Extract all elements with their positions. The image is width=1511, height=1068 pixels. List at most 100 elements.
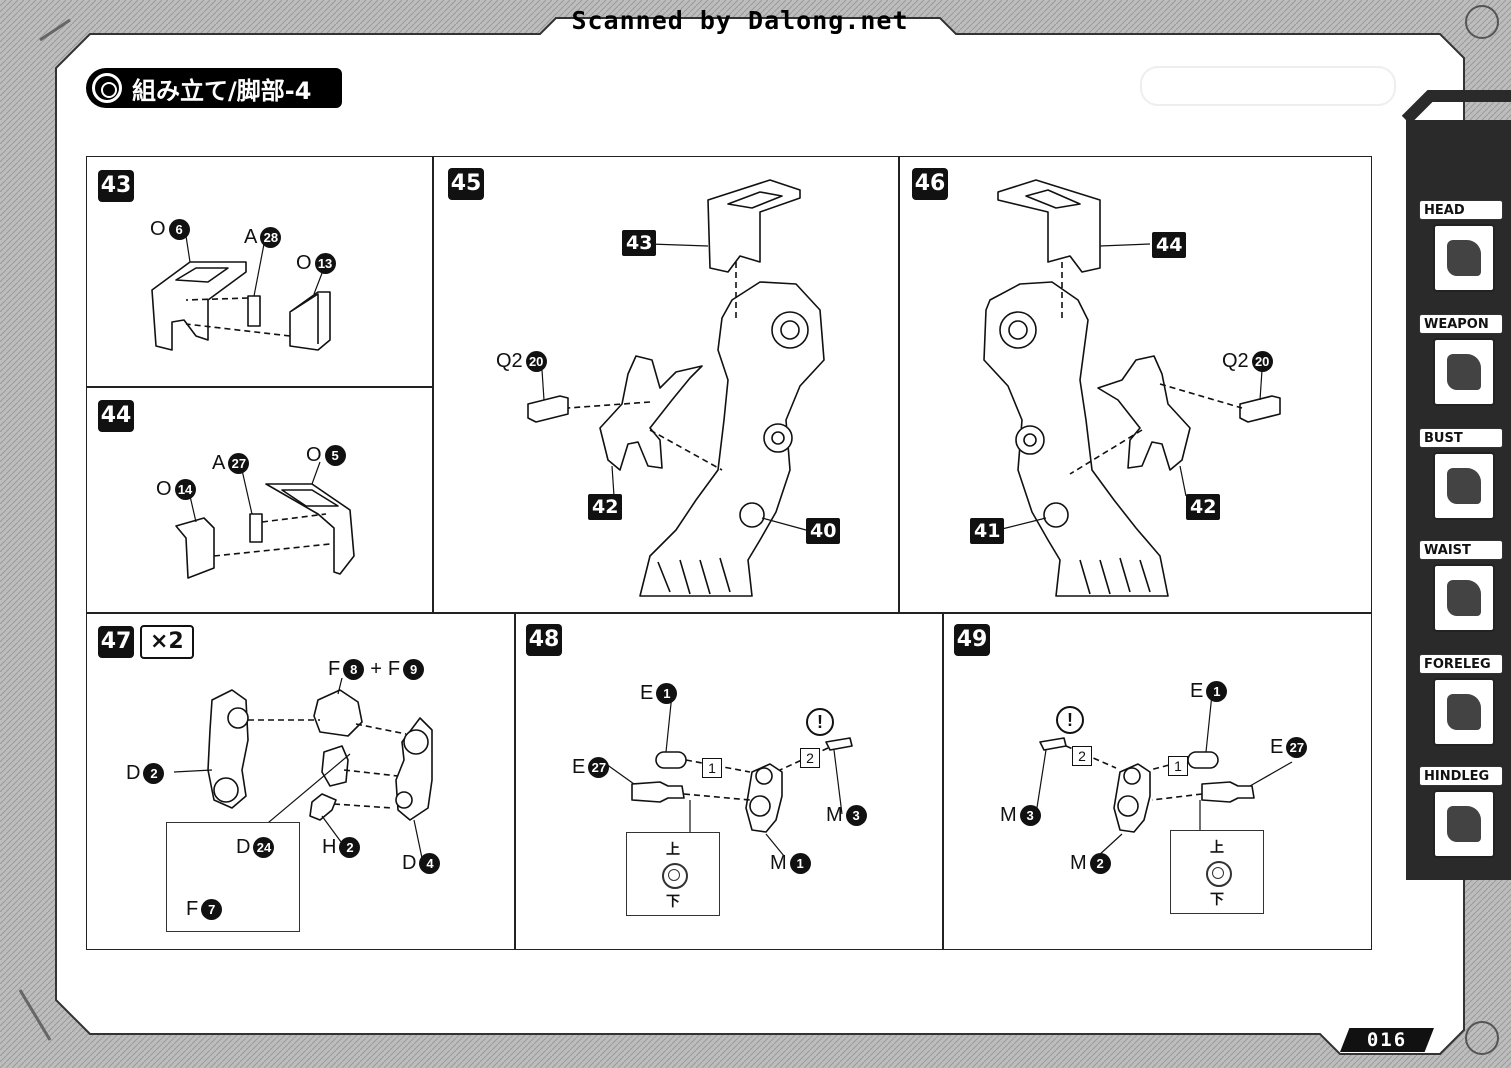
gear-icon: [92, 73, 122, 103]
step-number: 43: [98, 170, 134, 202]
part-number: 27: [1286, 737, 1308, 758]
step-47-drawing: [203, 689, 433, 901]
page-title: 組み立て/脚部-4: [132, 76, 312, 105]
orientation-inset: 上 下: [1170, 830, 1264, 914]
side-tab-label: HINDLEG: [1419, 766, 1503, 786]
part-number: 28: [260, 227, 282, 248]
part-number: 6: [168, 219, 190, 240]
part-letter: Q2: [1222, 350, 1249, 372]
part-number: 13: [314, 253, 336, 274]
part-letter: E: [640, 682, 654, 704]
head-icon: [1433, 224, 1495, 292]
order-marker: 1: [702, 758, 722, 778]
part-number: 14: [174, 479, 196, 500]
step-number: 45: [448, 168, 484, 200]
foreleg-icon: [1433, 678, 1495, 746]
part-letter: D: [236, 836, 251, 858]
multiplier-badge: ×2: [140, 625, 194, 659]
part-number: 2: [143, 763, 165, 784]
section-title-bar: 組み立て/脚部-4: [86, 68, 342, 108]
weapon-icon: [1433, 338, 1495, 406]
top-marker: 上: [666, 842, 680, 858]
side-tab-weapon[interactable]: WEAPON: [1419, 314, 1503, 406]
orientation-inset: 上 下: [626, 832, 720, 916]
bottom-marker: 下: [1210, 892, 1224, 908]
side-tab-waist[interactable]: WAIST: [1419, 540, 1503, 632]
part-letter: D: [126, 762, 141, 784]
warning-icon: !: [1056, 706, 1084, 734]
order-marker: 1: [1168, 756, 1188, 776]
step-48-drawing: [631, 737, 853, 833]
part-letter: O: [150, 218, 166, 240]
bottom-marker: 下: [666, 894, 680, 910]
side-tab-foreleg[interactable]: FORELEG: [1419, 654, 1503, 746]
part-letter: O: [306, 444, 322, 466]
top-marker: 上: [1210, 840, 1224, 856]
part-number: 7: [201, 899, 223, 920]
bust-icon: [1433, 452, 1495, 520]
step-number: 49: [954, 624, 990, 656]
step-49-panel: [942, 612, 1372, 950]
part-letter: Q2: [496, 350, 523, 372]
part-number: 27: [588, 757, 610, 778]
side-tab-head[interactable]: HEAD: [1419, 200, 1503, 292]
part-letter: A: [244, 226, 258, 248]
side-tab-label: WAIST: [1419, 540, 1503, 560]
part-number: 8: [343, 659, 365, 680]
part-letter: H: [322, 836, 337, 858]
part-number: 2: [339, 837, 361, 858]
step-callout: 42: [1186, 494, 1221, 520]
step-number: 46: [912, 168, 948, 200]
step-number: 48: [526, 624, 562, 656]
part-letter: A: [212, 452, 226, 474]
step-43-drawing: [151, 261, 331, 351]
step-callout: 41: [970, 518, 1005, 544]
step-number: 44: [98, 400, 134, 432]
part-number: 3: [845, 805, 867, 826]
step-callout: 42: [588, 494, 623, 520]
step-46-panel: [898, 156, 1372, 614]
part-number: 2: [1089, 853, 1111, 874]
part-letter: E: [572, 756, 586, 778]
step-callout: 43: [622, 230, 657, 256]
part-letter: M: [1070, 852, 1087, 874]
part-number: 1: [656, 683, 678, 704]
step-46-leg-drawing: [983, 179, 1281, 597]
side-tab-label: FORELEG: [1419, 654, 1503, 674]
side-tab-label: HEAD: [1419, 200, 1503, 220]
part-number: 1: [1206, 681, 1228, 702]
scanner-credit: Scanned by Dalong.net: [571, 6, 909, 35]
ring-icon: [1206, 861, 1232, 887]
order-marker: 2: [1072, 746, 1092, 766]
part-letter: F: [387, 658, 401, 680]
part-letter: M: [1000, 804, 1017, 826]
part-number: 27: [228, 453, 250, 474]
hindleg-icon: [1433, 790, 1495, 858]
order-marker: 2: [800, 748, 820, 768]
part-number: 20: [1251, 351, 1273, 372]
step-43-panel: [86, 156, 434, 388]
side-tab-hindleg[interactable]: HINDLEG: [1419, 766, 1503, 858]
waist-icon: [1433, 564, 1495, 632]
side-tab-bust[interactable]: BUST: [1419, 428, 1503, 520]
step-45-leg-drawing: [527, 179, 825, 597]
part-number: 24: [253, 837, 275, 858]
part-number: 5: [324, 445, 346, 466]
part-number: 9: [403, 659, 425, 680]
